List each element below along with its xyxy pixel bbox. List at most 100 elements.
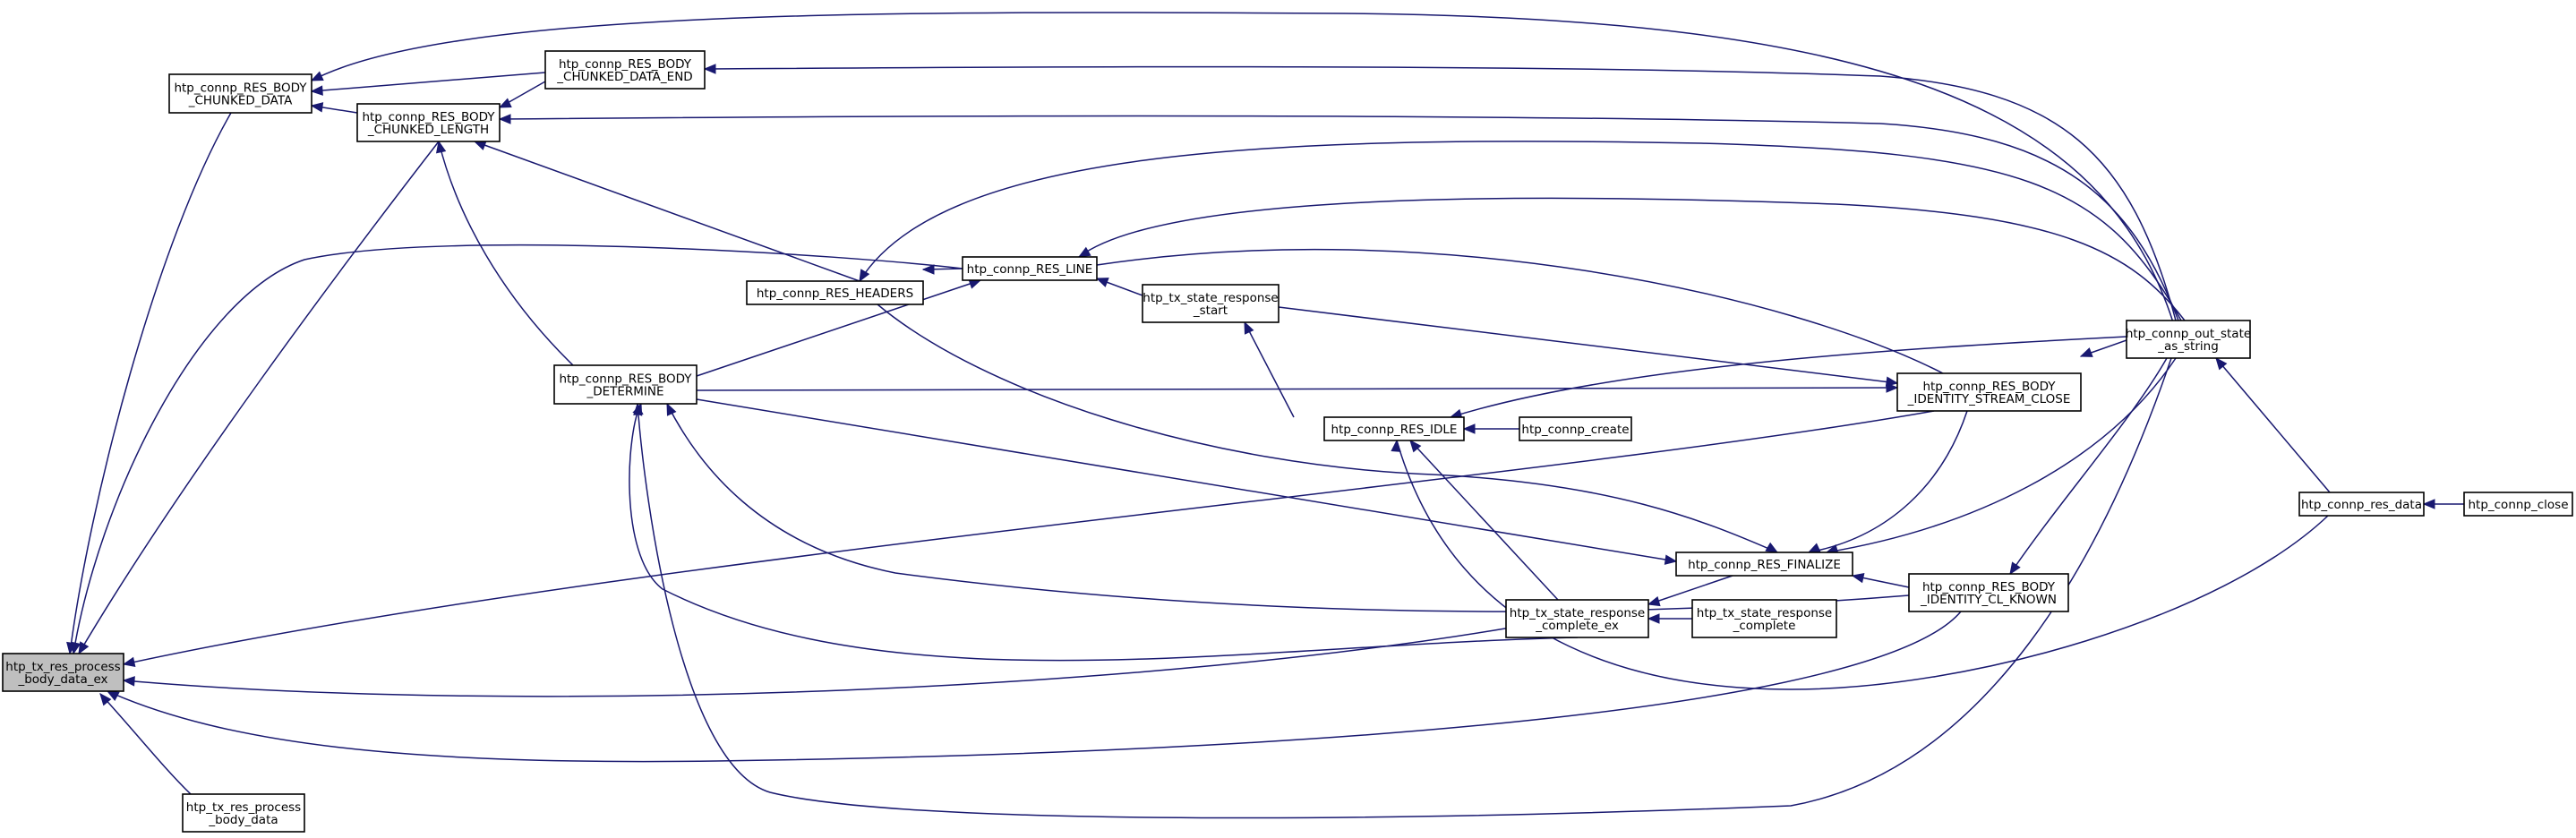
- node-label: _complete_ex: [1535, 619, 1619, 633]
- edge-line: [474, 141, 860, 282]
- node-box: [168, 73, 312, 114]
- call-edge: [703, 64, 2177, 321]
- arrowhead: [1647, 596, 1661, 607]
- graph-node-out-state-as-string[interactable]: htp_connp_out_state_as_string: [2126, 320, 2251, 359]
- node-label: _DETERMINE: [586, 385, 663, 399]
- call-edge: [1851, 572, 1910, 588]
- call-edge: [435, 140, 574, 366]
- call-edge: [1825, 357, 2177, 555]
- graph-node-res-body-identity-cl-known[interactable]: htp_connp_RES_BODY_IDENTITY_CL_KNOWN: [1908, 573, 2069, 612]
- node-box: [1142, 284, 1279, 323]
- graph-node-res-line[interactable]: htp_connp_RES_LINE: [962, 256, 1098, 281]
- graph-node-tx-res-process-body-data-ex[interactable]: htp_tx_res_process_body_data_ex: [2, 653, 124, 692]
- call-edge: [921, 264, 963, 275]
- edge-line: [1450, 336, 2127, 418]
- graph-node-res-body-identity-stream-close[interactable]: htp_connp_RES_BODY_IDENTITY_STREAM_CLOSE: [1896, 372, 2082, 412]
- node-box: [553, 364, 697, 405]
- arrowhead: [310, 85, 323, 96]
- node-box: [1908, 573, 2069, 612]
- node-label: htp_connp_out_state: [2126, 327, 2251, 341]
- arrowhead: [921, 264, 935, 275]
- edge-line: [99, 693, 192, 795]
- graph-node-res-finalize[interactable]: htp_connp_RES_FINALIZE: [1675, 552, 1853, 577]
- node-label: htp_tx_state_response: [1143, 291, 1278, 305]
- node-box: [1896, 372, 2082, 412]
- graph-node-tx-state-response-complete[interactable]: htp_tx_state_response_complete: [1691, 599, 1837, 638]
- call-edge: [122, 410, 1935, 668]
- graph-node-res-idle[interactable]: htp_connp_RES_IDLE: [1323, 416, 1465, 441]
- arrowhead: [70, 641, 81, 655]
- node-label: htp_connp_RES_FINALIZE: [1688, 558, 1841, 572]
- node-box: [962, 256, 1098, 281]
- node-label: htp_connp_RES_BODY: [559, 372, 692, 387]
- graph-node-connp-create[interactable]: htp_connp_create: [1519, 416, 1632, 441]
- node-label: htp_tx_state_response: [1510, 606, 1645, 620]
- edge-line: [666, 403, 1910, 612]
- arrowhead: [498, 98, 512, 108]
- graph-node-tx-res-process-body-data[interactable]: htp_tx_res_process_body_data: [182, 793, 305, 833]
- edge-line: [1409, 440, 1559, 601]
- call-edge: [78, 141, 440, 655]
- edge-line: [1826, 357, 2177, 553]
- graph-node-res-body-chunked-data[interactable]: htp_connp_RES_BODY_CHUNKED_DATA: [168, 73, 312, 114]
- call-edge: [70, 244, 963, 655]
- graph-node-res-body-chunked-length[interactable]: htp_connp_RES_BODY_CHUNKED_LENGTH: [356, 103, 501, 142]
- node-label: _body_data: [208, 813, 278, 827]
- arrowhead: [498, 114, 511, 124]
- edge-line: [859, 141, 2182, 321]
- graph-node-res-body-chunked-data-end[interactable]: htp_connp_RES_BODY_CHUNKED_DATA_END: [544, 50, 706, 90]
- arrowhead: [1391, 439, 1401, 452]
- node-label: htp_connp_close: [2468, 498, 2568, 512]
- node-label: _complete: [1733, 619, 1796, 633]
- arrowhead: [1807, 543, 1821, 553]
- node-box: [356, 103, 501, 142]
- node-label: htp_connp_RES_HEADERS: [757, 286, 913, 301]
- arrowhead: [633, 402, 644, 415]
- graph-node-tx-state-response-complete-ex[interactable]: htp_tx_state_response_complete_ex: [1505, 599, 1649, 638]
- node-label: htp_tx_res_process: [5, 660, 120, 674]
- call-edge: [2215, 356, 2331, 493]
- arrowhead: [473, 141, 487, 150]
- node-label: htp_connp_RES_BODY: [362, 110, 495, 124]
- graph-nodes: htp_tx_res_process_body_data_exhtp_tx_re…: [2, 50, 2573, 833]
- node-label: htp_connp_res_data: [2301, 498, 2422, 512]
- edge-line: [78, 141, 440, 654]
- edge-line: [637, 357, 2172, 819]
- edge-line: [696, 387, 1898, 391]
- edge-line: [107, 611, 1962, 763]
- arrowhead: [1851, 572, 1865, 584]
- edge-line: [311, 12, 2174, 323]
- graph-node-connp-close[interactable]: htp_connp_close: [2463, 492, 2573, 517]
- arrowhead: [2422, 499, 2435, 509]
- arrowhead: [99, 692, 112, 706]
- arrowhead: [122, 676, 135, 687]
- node-label: htp_tx_res_process: [186, 800, 301, 815]
- node-label: htp_connp_create: [1521, 423, 1629, 437]
- edge-line: [1096, 248, 1944, 374]
- arrowhead: [310, 71, 324, 81]
- call-edge: [106, 611, 1962, 763]
- graph-node-tx-state-response-start[interactable]: htp_tx_state_response_start: [1142, 284, 1279, 323]
- edge-line: [1647, 575, 1733, 605]
- graph-node-res-data[interactable]: htp_connp_res_data: [2298, 492, 2425, 517]
- arrowhead: [1244, 321, 1254, 335]
- node-label: htp_tx_state_response: [1697, 606, 1832, 620]
- call-edge: [1409, 439, 1559, 601]
- arrowhead: [859, 269, 870, 283]
- call-edge: [310, 102, 358, 114]
- edge-line: [73, 244, 963, 654]
- node-box: [1323, 416, 1465, 441]
- node-label: htp_connp_RES_BODY: [559, 57, 692, 72]
- edge-line: [704, 65, 2177, 321]
- graph-node-res-body-determine[interactable]: htp_connp_RES_BODY_DETERMINE: [553, 364, 697, 405]
- edge-line: [123, 410, 1935, 665]
- call-edge: [696, 398, 1678, 565]
- node-box: [544, 50, 706, 90]
- call-edge: [859, 141, 2182, 321]
- graph-node-res-headers[interactable]: htp_connp_RES_HEADERS: [746, 280, 924, 305]
- call-edge: [2422, 499, 2464, 509]
- arrowhead: [1077, 246, 1091, 258]
- edge-line: [877, 304, 1778, 553]
- edge-line: [696, 279, 981, 377]
